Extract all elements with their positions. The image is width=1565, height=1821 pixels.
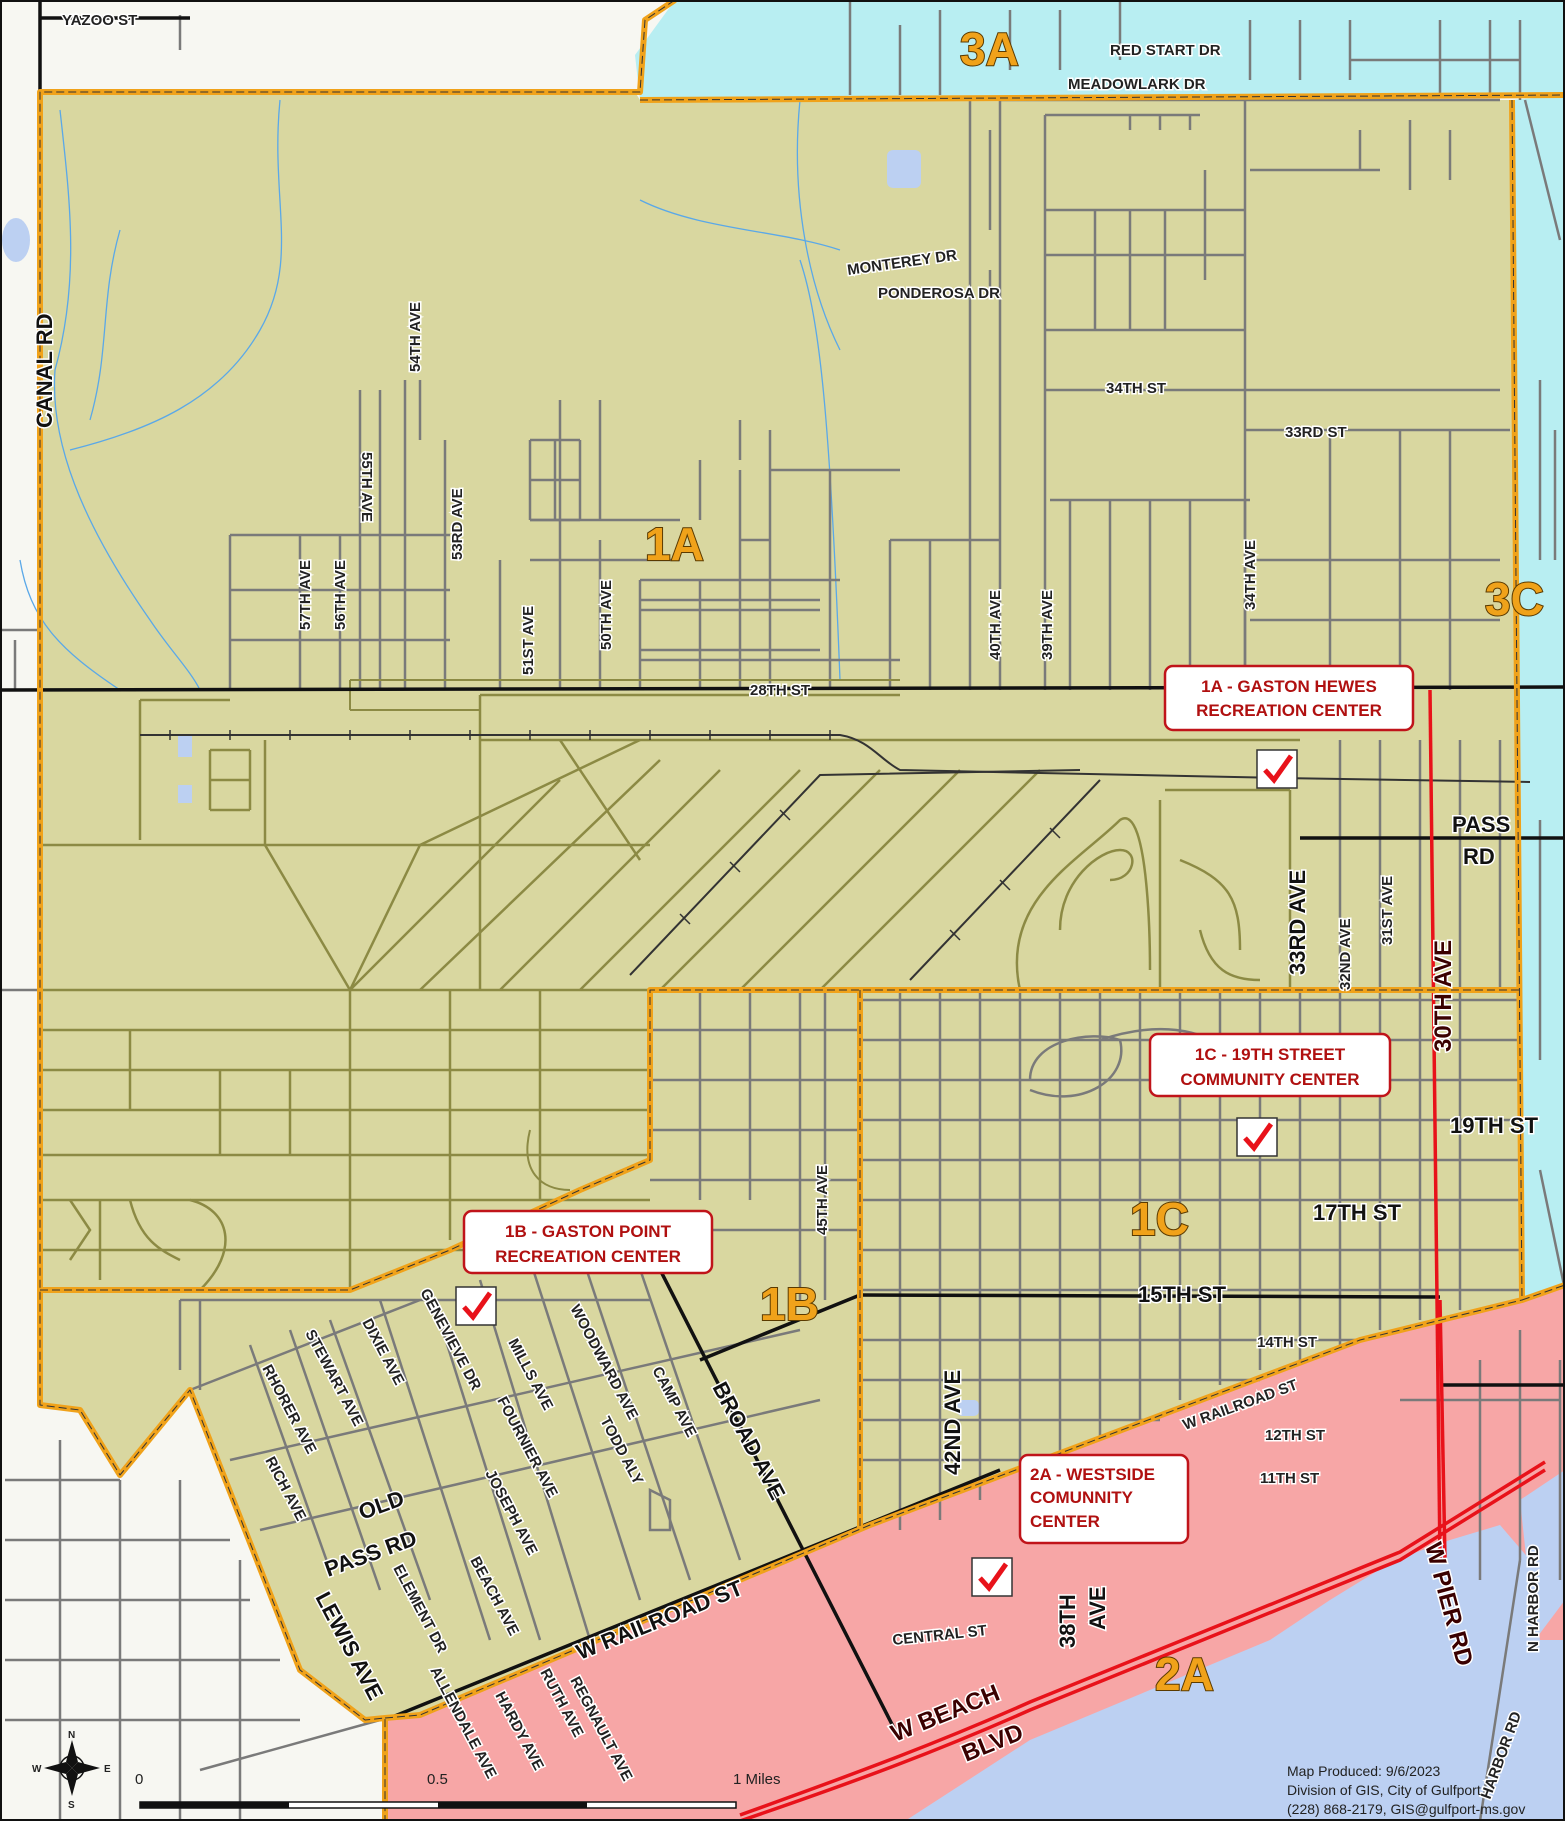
- callout-1a-gaston-hewes[interactable]: 1A - GASTON HEWES RECREATION CENTER: [1163, 664, 1415, 732]
- red-roads: [739, 689, 1546, 1821]
- street-label-11th-st: 11TH ST: [1260, 1470, 1319, 1487]
- street-label-19th-st: 19TH ST: [1450, 1113, 1539, 1138]
- street-label-14th-st: 14TH ST: [1257, 1334, 1317, 1351]
- callout-1c-19th-street[interactable]: 1C - 19TH STREET COMMUNITY CENTER: [1148, 1032, 1392, 1098]
- pond: [178, 785, 192, 803]
- zone-label-1a: 1A: [645, 518, 704, 570]
- street-label-ponderosa: PONDEROSA DR: [878, 285, 1000, 302]
- street-label-yazoo: YAZOO ST: [62, 12, 137, 29]
- scale-label-1: 1 Miles: [733, 1771, 781, 1788]
- street-label-33rd-st: 33RD ST: [1285, 424, 1347, 441]
- callout-1a-line1: 1A - GASTON HEWES: [1201, 677, 1377, 696]
- street-label-pass-rd-2: RD: [1463, 844, 1495, 869]
- street-label-50th-ave: 50TH AVE: [598, 580, 615, 650]
- pond: [2, 218, 30, 262]
- streams: [19, 99, 841, 691]
- district-3a-area: [635, 0, 1565, 100]
- street-label-32nd-ave: 32ND AVE: [1337, 918, 1354, 990]
- harbor-channel: [1520, 1470, 1565, 1640]
- callout-1b-line2: RECREATION CENTER: [495, 1247, 681, 1266]
- district-3c-area: [1512, 95, 1565, 1300]
- street-label-40th-ave: 40TH AVE: [987, 590, 1004, 660]
- street-label-12th-st: 12TH ST: [1265, 1427, 1325, 1444]
- compass-s: S: [68, 1800, 75, 1811]
- street-label-54th-ave: 54TH AVE: [407, 302, 424, 372]
- street-label-31st-ave: 31ST AVE: [1379, 876, 1396, 945]
- street-label-15th-st: 15TH ST: [1138, 1282, 1227, 1307]
- zone-label-3a: 3A: [960, 23, 1019, 75]
- callout-1c-line1: 1C - 19TH STREET: [1195, 1045, 1346, 1064]
- callout-1c-line2: COMMUNITY CENTER: [1180, 1070, 1359, 1089]
- compass-e: E: [104, 1764, 111, 1775]
- zone-label-3c: 3C: [1485, 573, 1544, 625]
- scale-label-0: 0: [135, 1771, 143, 1788]
- street-label-pass-rd-1: PASS: [1452, 812, 1510, 837]
- callout-2a-line2: COMUNNITY: [1030, 1488, 1134, 1507]
- street-label-38th-ave-2: AVE: [1085, 1586, 1110, 1630]
- street-label-17th-st: 17TH ST: [1313, 1200, 1402, 1225]
- district-boundaries: [37, 0, 1565, 1821]
- street-label-meadowlark: MEADOWLARK DR: [1068, 76, 1206, 93]
- zone-label-1c: 1C: [1130, 1193, 1189, 1245]
- street-label-n-harbor-rd: N HARBOR RD: [1525, 1545, 1542, 1652]
- scale-label-half: 0.5: [427, 1771, 448, 1788]
- airport-lines: [349, 679, 900, 1191]
- callout-1b-line1: 1B - GASTON POINT: [505, 1222, 672, 1241]
- check-icon[interactable]: [455, 1286, 497, 1326]
- street-label-39th-ave: 39TH AVE: [1039, 590, 1056, 660]
- north-arrow-icon: N S W E: [32, 1730, 111, 1811]
- credits-line1: Map Produced: 9/6/2023: [1287, 1763, 1441, 1779]
- railroad: [140, 730, 1531, 981]
- map-credits: Map Produced: 9/6/2023 Division of GIS, …: [1287, 1763, 1525, 1817]
- street-label-42nd-ave: 42ND AVE: [940, 1370, 965, 1475]
- street-label-55th-ave: 55TH AVE: [358, 452, 375, 522]
- street-label-33rd-ave: 33RD AVE: [1285, 870, 1310, 975]
- callout-2a-line1: 2A - WESTSIDE: [1030, 1465, 1155, 1484]
- scale-bar: 0 0.5 1 Miles: [135, 1771, 781, 1809]
- street-label-34th-st: 34TH ST: [1106, 380, 1166, 397]
- street-label-28th-st: 28TH ST: [750, 682, 810, 699]
- pond: [178, 735, 192, 757]
- pond: [957, 1400, 979, 1416]
- callout-2a-westside[interactable]: 2A - WESTSIDE COMUNNITY CENTER: [1018, 1453, 1190, 1545]
- pond: [887, 150, 921, 188]
- street-label-53rd-ave: 53RD AVE: [449, 488, 466, 560]
- callout-1a-line2: RECREATION CENTER: [1196, 701, 1382, 720]
- street-label-56th-ave: 56TH AVE: [332, 560, 349, 630]
- callout-1b-gaston-point[interactable]: 1B - GASTON POINT RECREATION CENTER: [462, 1209, 714, 1275]
- street-label-45th-ave: 45TH AVE: [814, 1165, 831, 1235]
- compass-n: N: [68, 1730, 75, 1741]
- credits-line3: (228) 868-2179, GIS@gulfport-ms.gov: [1287, 1801, 1525, 1817]
- compass-w: W: [32, 1764, 42, 1775]
- street-label-38th-ave-1: 38TH: [1055, 1594, 1080, 1648]
- street-label-51st-ave: 51ST AVE: [520, 606, 537, 675]
- zone-label-1b: 1B: [760, 1278, 819, 1330]
- credits-line2: Division of GIS, City of Gulfport: [1287, 1782, 1481, 1798]
- callout-2a-line3: CENTER: [1030, 1512, 1100, 1531]
- street-label-34th-ave: 34TH AVE: [1242, 540, 1259, 610]
- zone-label-2a: 2A: [1155, 1648, 1214, 1700]
- check-icon[interactable]: [971, 1557, 1013, 1597]
- check-icon[interactable]: [1256, 749, 1298, 789]
- street-label-57th-ave: 57TH AVE: [297, 560, 314, 630]
- street-label-red-start: RED START DR: [1110, 42, 1221, 59]
- street-label-30th-ave: 30TH AVE: [1430, 940, 1457, 1052]
- check-icon[interactable]: [1236, 1117, 1278, 1157]
- street-label-canal-rd: CANAL RD: [32, 314, 57, 428]
- harbor-water: [1330, 1560, 1430, 1821]
